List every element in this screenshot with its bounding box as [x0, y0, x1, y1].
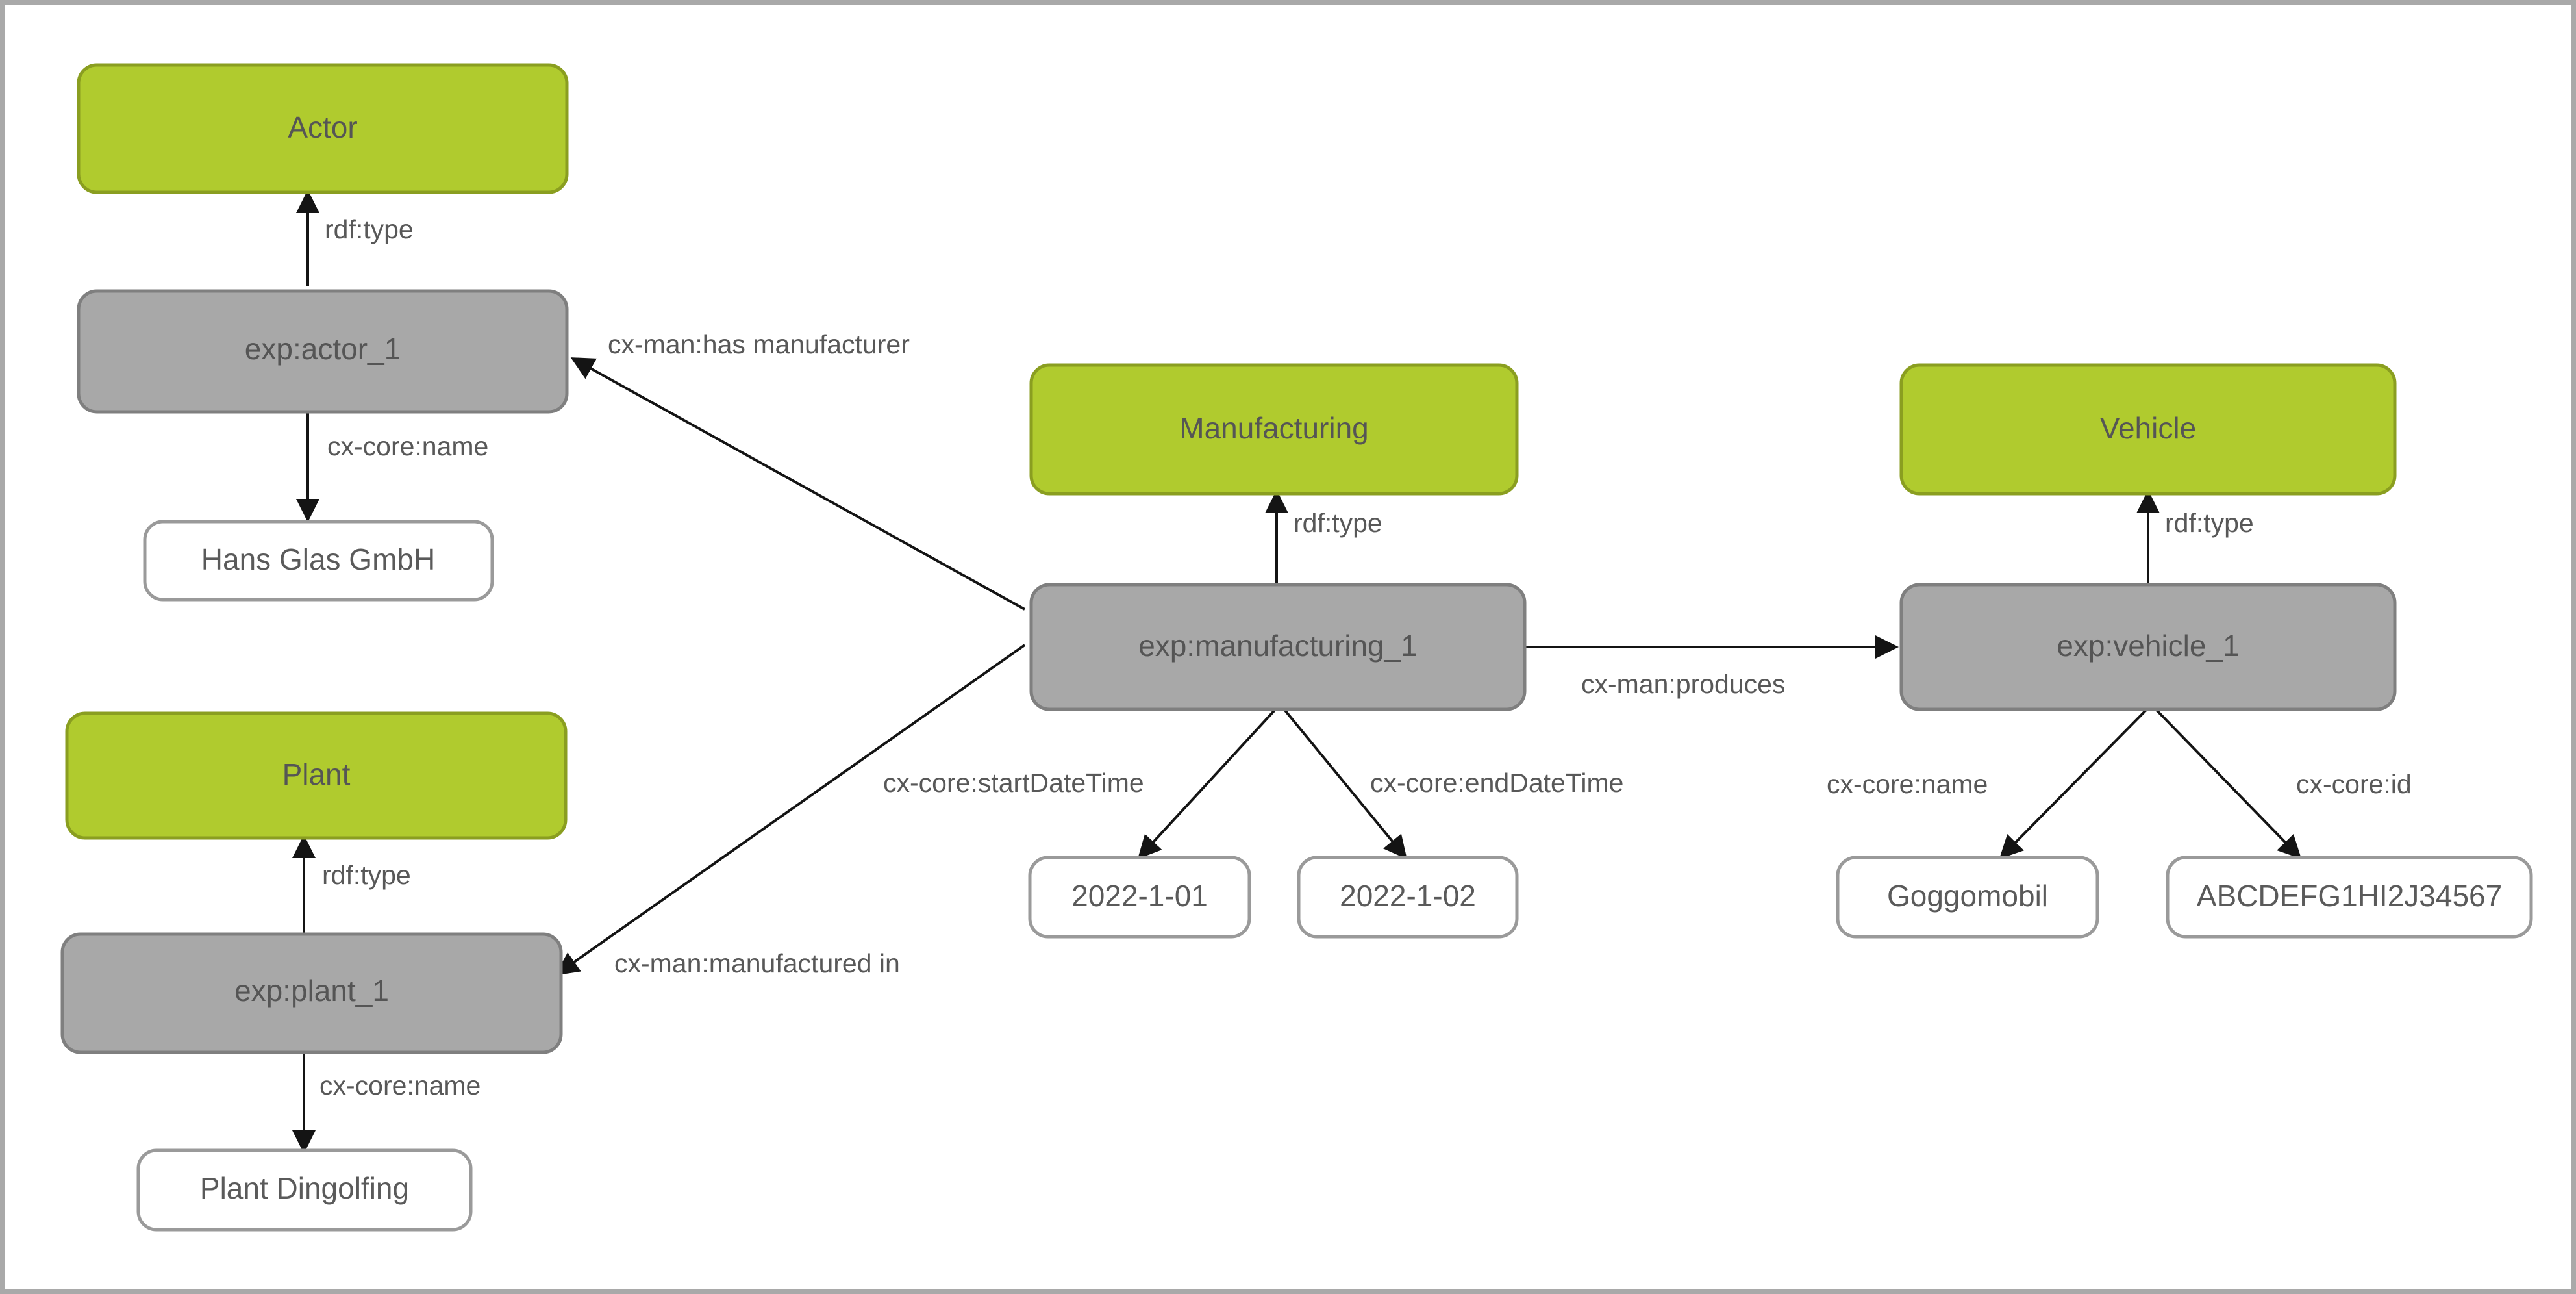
- edge-label-start-date-time: cx-core:startDateTime: [883, 768, 1144, 798]
- edge-end-date-time: cx-core:endDateTime: [1282, 707, 1623, 859]
- edge-actor-rdf-type: rdf:type: [296, 190, 414, 286]
- edge-label-actor-name: cx-core:name: [327, 431, 488, 461]
- node-class-actor-label: Actor: [288, 110, 357, 144]
- node-class-vehicle[interactable]: Vehicle: [1899, 363, 2397, 496]
- edge-manufacturing-rdf-type: rdf:type: [1265, 490, 1382, 585]
- node-instance-vehicle[interactable]: exp:vehicle_1: [1899, 583, 2397, 711]
- node-instance-plant-label: exp:plant_1: [234, 974, 389, 1008]
- node-literal-vehicle-id[interactable]: ABCDEFG1HI2J34567: [2166, 856, 2533, 939]
- node-literal-start-date[interactable]: 2022-1-01: [1028, 856, 1251, 939]
- edge-vehicle-rdf-type: rdf:type: [2136, 490, 2254, 585]
- node-literal-start-date-label: 2022-1-01: [1071, 879, 1208, 913]
- node-instance-vehicle-label: exp:vehicle_1: [2057, 629, 2239, 663]
- node-class-plant-label: Plant: [282, 757, 351, 791]
- edge-label-plant-rdf-type: rdf:type: [322, 860, 411, 890]
- edge-label-vehicle-rdf-type: rdf:type: [2165, 508, 2254, 538]
- node-class-actor[interactable]: Actor: [77, 63, 569, 194]
- edge-label-end-date-time: cx-core:endDateTime: [1370, 768, 1623, 798]
- node-literal-plant-name[interactable]: Plant Dingolfing: [136, 1148, 473, 1232]
- node-literal-vehicle-id-label: ABCDEFG1HI2J34567: [2197, 879, 2502, 913]
- edge-vehicle-id: cx-core:id: [2153, 707, 2412, 859]
- node-instance-manufacturing[interactable]: exp:manufacturing_1: [1029, 583, 1527, 711]
- node-literal-vehicle-name[interactable]: Goggomobil: [1836, 856, 2099, 939]
- edge-label-manufactured-in: cx-man:manufactured in: [614, 948, 900, 978]
- node-class-plant[interactable]: Plant: [65, 711, 568, 840]
- edge-plant-rdf-type: rdf:type: [292, 835, 411, 934]
- node-class-manufacturing[interactable]: Manufacturing: [1029, 363, 1519, 496]
- node-instance-actor-label: exp:actor_1: [245, 332, 401, 366]
- edge-label-vehicle-name: cx-core:name: [1827, 769, 1988, 799]
- edge-manufactured-in: cx-man:manufactured in: [555, 644, 1026, 978]
- node-instance-plant[interactable]: exp:plant_1: [60, 932, 563, 1054]
- node-literal-end-date-label: 2022-1-02: [1340, 879, 1476, 913]
- edge-produces: cx-man:produces: [1525, 635, 1899, 699]
- edge-has-manufacturer: cx-man:has manufacturer: [570, 329, 1025, 611]
- node-literal-plant-name-label: Plant Dingolfing: [200, 1171, 409, 1205]
- node-literal-actor-name[interactable]: Hans Glas GmbH: [143, 520, 494, 602]
- edge-start-date-time: cx-core:startDateTime: [883, 707, 1278, 859]
- edge-vehicle-name: cx-core:name: [1827, 707, 2149, 859]
- node-literal-vehicle-name-label: Goggomobil: [1887, 879, 2048, 913]
- edge-actor-name: cx-core:name: [296, 411, 488, 522]
- node-instance-manufacturing-label: exp:manufacturing_1: [1138, 629, 1418, 663]
- edge-label-manufacturing-rdf-type: rdf:type: [1294, 508, 1382, 538]
- node-class-manufacturing-label: Manufacturing: [1179, 411, 1369, 445]
- node-literal-end-date[interactable]: 2022-1-02: [1297, 856, 1519, 939]
- edge-label-actor-rdf-type: rdf:type: [325, 214, 414, 244]
- node-literal-actor-name-label: Hans Glas GmbH: [201, 542, 435, 576]
- node-class-vehicle-label: Vehicle: [2100, 411, 2196, 445]
- edge-label-has-manufacturer: cx-man:has manufacturer: [608, 329, 910, 359]
- edge-label-plant-name: cx-core:name: [319, 1071, 481, 1100]
- rdf-graph-svg: rdf:type cx-core:name cx-man:has manufac…: [60, 63, 2533, 1232]
- edge-label-produces: cx-man:produces: [1581, 669, 1785, 699]
- edge-plant-name: cx-core:name: [292, 1051, 481, 1154]
- edge-label-vehicle-id: cx-core:id: [2296, 769, 2412, 799]
- node-instance-actor[interactable]: exp:actor_1: [77, 289, 569, 414]
